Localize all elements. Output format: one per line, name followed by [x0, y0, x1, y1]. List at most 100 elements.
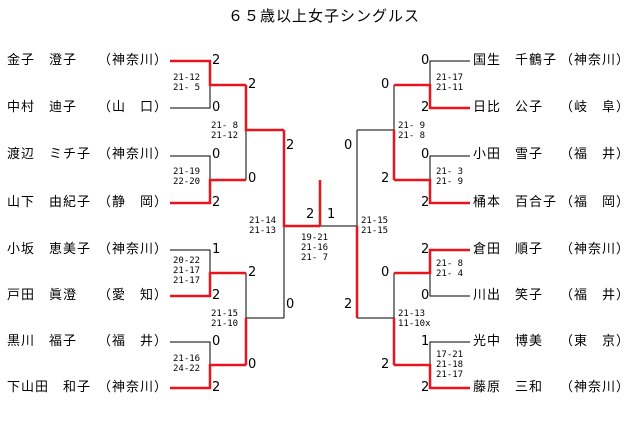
bracket-line: [170, 249, 211, 273]
bracket-line: [429, 60, 470, 85]
right-r1-result: 2: [421, 100, 430, 115]
right-r1-result: 2: [421, 242, 430, 257]
left-player-5-name: 小坂 恵美子: [7, 242, 92, 257]
right-player-7-pref: （東 京）: [560, 334, 631, 349]
right-r2-result: 0: [381, 265, 390, 280]
left-player-8-name: 下山田 和子: [7, 380, 92, 395]
left-player-7-name: 黒川 福子: [7, 334, 78, 349]
score-line: 21- 4: [436, 269, 464, 279]
right-player-2-name: 日比 公子: [473, 100, 544, 115]
bracket-line: [170, 155, 211, 180]
winner-line: [394, 178, 470, 205]
left-player-5-pref: （神奈川）: [98, 242, 169, 257]
left-r1-result: 2: [212, 380, 221, 395]
left-player-6-name: 戸田 眞澄: [7, 288, 78, 303]
right-player-8-name: 藤原 三和: [473, 380, 544, 395]
winner-line: [244, 85, 284, 132]
score-line: 19-21: [301, 233, 329, 243]
score-line: 21-16: [173, 354, 201, 364]
score-line: 21-17: [436, 73, 464, 83]
right-player-2-pref: （岐 阜）: [560, 100, 631, 115]
score-line: 21- 8: [436, 259, 464, 269]
right-player-6-name: 川出 笑子: [473, 288, 544, 303]
score-line: 21-11: [436, 83, 464, 93]
left-r1-result: 0: [212, 100, 221, 115]
score-line: 21- 9: [436, 177, 464, 187]
right-r1-result: 0: [421, 53, 430, 68]
left-r1-result: 1: [212, 242, 221, 257]
bracket-title: ６５歳以上女子シングルス: [228, 7, 421, 25]
left-player-4-name: 山下 由紀子: [7, 195, 92, 210]
right-player-6-pref: （福 井）: [560, 288, 631, 303]
right-r2-result: 2: [381, 357, 390, 372]
winner-line: [282, 130, 320, 228]
right-r1-result: 2: [421, 380, 430, 395]
right-player-8-pref: （神奈川）: [560, 380, 631, 395]
left-player-1-name: 金子 澄子: [7, 53, 78, 68]
winner-line: [170, 271, 246, 298]
score-line: 21-17: [436, 370, 464, 380]
winner-line: [394, 363, 470, 390]
score-line: 21-16: [301, 243, 329, 253]
left-r2-result: 0: [248, 357, 257, 372]
score-line: 21-15: [361, 226, 389, 236]
score-line: 21- 9: [398, 121, 426, 131]
winner-path-lines: [170, 59, 470, 390]
bracket-line: [170, 341, 211, 365]
left-player-7-pref: （福 井）: [98, 334, 169, 349]
left-player-8-pref: （神奈川）: [98, 380, 169, 395]
left-sf-result: 2: [286, 138, 295, 153]
left-r2-result: 2: [248, 77, 257, 92]
right-player-5-name: 倉田 順子: [473, 242, 544, 257]
score-line: 21-13: [398, 309, 426, 319]
right-r1-result: 2: [421, 195, 430, 210]
left-player-2-pref: （山 口）: [98, 100, 169, 115]
score-line: 21- 3: [436, 167, 464, 177]
right-player-4-pref: （福 岡）: [560, 195, 631, 210]
right-sf-result: 0: [344, 138, 353, 153]
winner-line: [170, 363, 246, 390]
left-r1-result: 0: [212, 147, 221, 162]
winner-line: [394, 248, 470, 275]
score-line: 21-17: [173, 266, 201, 276]
score-line: 21- 8: [398, 131, 426, 141]
left-r2-result: 0: [248, 171, 257, 186]
score-line: 21-10: [211, 319, 239, 329]
score-line: 20-22: [173, 256, 201, 266]
score-line: 24-22: [173, 364, 201, 374]
score-line: 21-12: [211, 131, 239, 141]
right-player-3-name: 小田 雪子: [473, 147, 544, 162]
bracket-line: [429, 155, 470, 180]
left-player-2-name: 中村 迪子: [7, 100, 78, 115]
right-r2-result: 2: [381, 171, 390, 186]
right-sf-result: 2: [344, 297, 353, 312]
right-player-1-name: 国生 千鶴子: [473, 53, 558, 68]
left-r1-result: 2: [212, 195, 221, 210]
bracket-line: [429, 273, 470, 297]
right-r1-result: 1: [421, 334, 430, 349]
score-line: 21-14: [249, 216, 277, 226]
right-player-5-pref: （神奈川）: [560, 242, 631, 257]
left-sf-result: 0: [286, 297, 295, 312]
score-line: 17-21: [436, 350, 464, 360]
right-r1-result: 0: [421, 147, 430, 162]
left-player-3-pref: （神奈川）: [98, 147, 169, 162]
score-line: 21- 8: [211, 121, 239, 131]
right-player-1-pref: （神奈川）: [560, 53, 631, 68]
left-r1-result: 0: [212, 334, 221, 349]
winner-line: [170, 178, 246, 205]
bracket-line: [429, 341, 470, 365]
score-line: 21- 5: [173, 83, 201, 93]
winner-line: [394, 83, 470, 110]
score-line: 21-12: [173, 73, 201, 83]
score-line: 21-18: [436, 360, 464, 370]
score-line: 21-19: [173, 167, 201, 177]
right-player-3-pref: （福 井）: [560, 147, 631, 162]
left-player-4-pref: （静 岡）: [98, 195, 169, 210]
score-line: 21-15: [211, 309, 239, 319]
score-line: 21-13: [249, 226, 277, 236]
final-result-left: 2: [306, 207, 315, 222]
score-line: 22-20: [173, 177, 201, 187]
score-line: 21- 7: [301, 253, 329, 263]
